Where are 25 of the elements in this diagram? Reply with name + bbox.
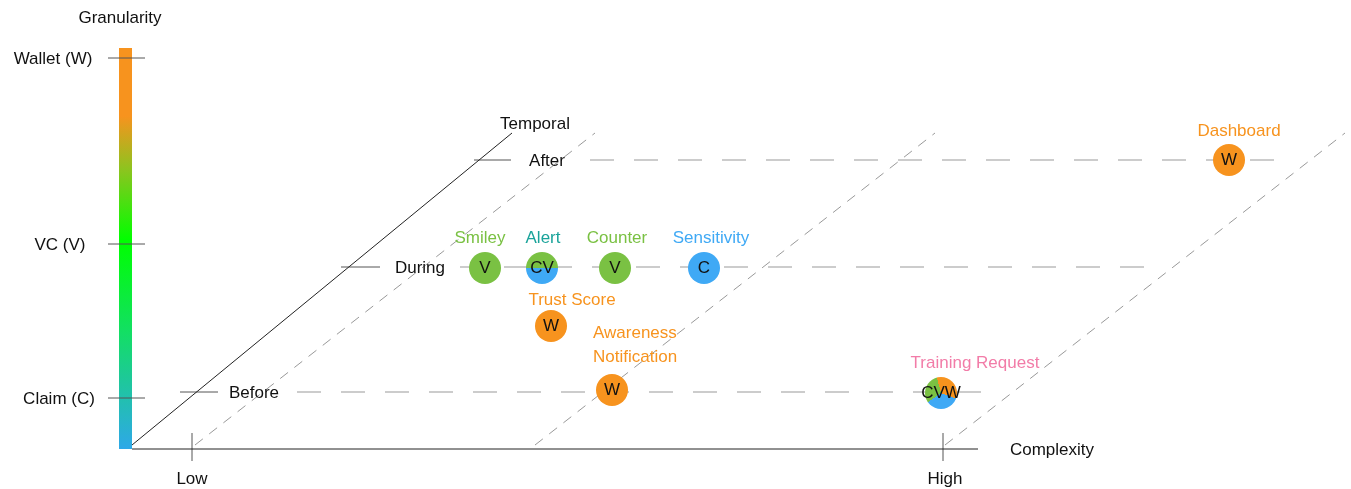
axis-label: High	[927, 469, 963, 487]
point-label: Smiley	[454, 227, 506, 249]
category-marker: W	[1213, 144, 1245, 176]
axis-label: Claim (C)	[23, 389, 95, 407]
category-marker: V	[469, 252, 501, 284]
point-label: Trust Score	[528, 289, 616, 311]
point-label: Sensitivity	[672, 227, 750, 249]
category-marker: W	[596, 374, 628, 406]
point-label: Counter	[586, 227, 648, 249]
category-marker: V	[599, 252, 631, 284]
axis-label: Temporal	[500, 114, 570, 132]
category-marker: W	[535, 310, 567, 342]
point-label: Dashboard	[1197, 120, 1281, 142]
axis-label: During	[394, 258, 446, 276]
axis-label: Granularity	[78, 8, 162, 26]
axis-label: Low	[176, 469, 208, 487]
axis-label: Wallet (W)	[13, 49, 93, 67]
axis-label: Before	[228, 383, 280, 401]
category-marker: C	[688, 252, 720, 284]
axis-label: After	[529, 151, 565, 169]
point-label: Training Request	[910, 352, 1040, 374]
axis-label: Complexity	[1009, 440, 1095, 458]
point-label: Awareness Notification	[593, 322, 679, 368]
axis-label: VC (V)	[34, 235, 86, 253]
point-label: Alert	[525, 227, 561, 249]
